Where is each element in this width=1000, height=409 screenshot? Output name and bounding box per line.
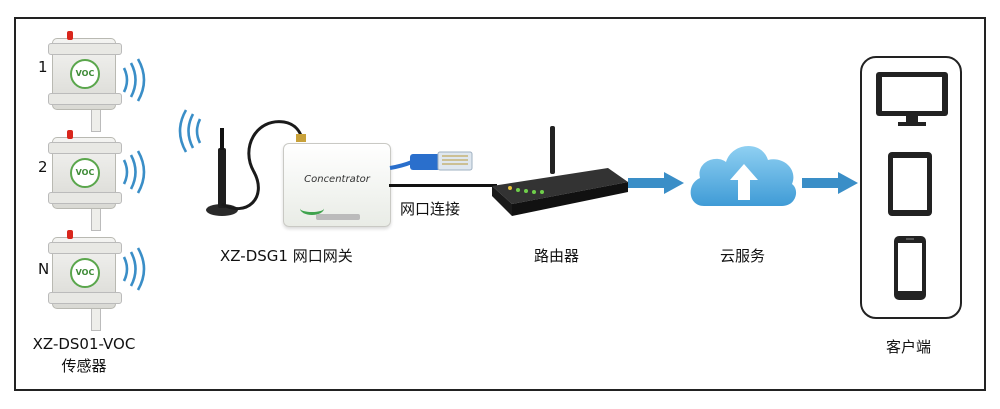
green-logo-icon: [300, 202, 324, 215]
wifi-waves-icon: [178, 109, 202, 153]
router-device: [492, 126, 628, 216]
concentrator-device-text: Concentrator: [304, 174, 370, 185]
wifi-waves-icon: [122, 150, 146, 194]
diagram-frame: [14, 17, 986, 391]
sensor-number-n: N: [38, 260, 50, 278]
sensor-number-2: 2: [38, 158, 48, 176]
concentrator-device: Concentrator: [283, 143, 391, 227]
wifi-waves-icon: [122, 58, 146, 102]
ethernet-cable: [389, 184, 497, 187]
monitor-icon: [876, 72, 948, 126]
client-caption: 客户端: [886, 338, 932, 356]
voc-logo-icon: VOC: [70, 158, 100, 188]
voc-logo-icon: VOC: [70, 258, 100, 288]
antenna-icon: [206, 120, 306, 216]
smartphone-icon: [894, 236, 926, 300]
sensor-name-label: 传感器: [61, 357, 107, 375]
sensor-device-2: VOC: [48, 130, 122, 231]
gateway-caption: XZ-DSG1 网口网关: [220, 247, 353, 265]
link-caption: 网口连接: [400, 200, 461, 218]
tablet-icon: [888, 152, 932, 216]
arrow-right-icon: [628, 172, 684, 194]
sensor-number-1: 1: [38, 58, 48, 76]
cloud-upload-icon: [690, 145, 797, 206]
router-caption: 路由器: [534, 247, 580, 265]
voc-logo-icon: VOC: [70, 59, 100, 89]
sensor-device-n: VOC: [48, 230, 122, 331]
sensor-model-label: XZ-DS01-VOC: [32, 335, 136, 353]
client-devices-box: [860, 56, 962, 319]
arrow-right-icon: [802, 172, 858, 194]
cloud-caption: 云服务: [720, 247, 766, 265]
ethernet-plug-icon: [389, 151, 473, 171]
sensor-device-1: VOC: [48, 31, 122, 132]
wifi-waves-icon: [122, 247, 146, 291]
